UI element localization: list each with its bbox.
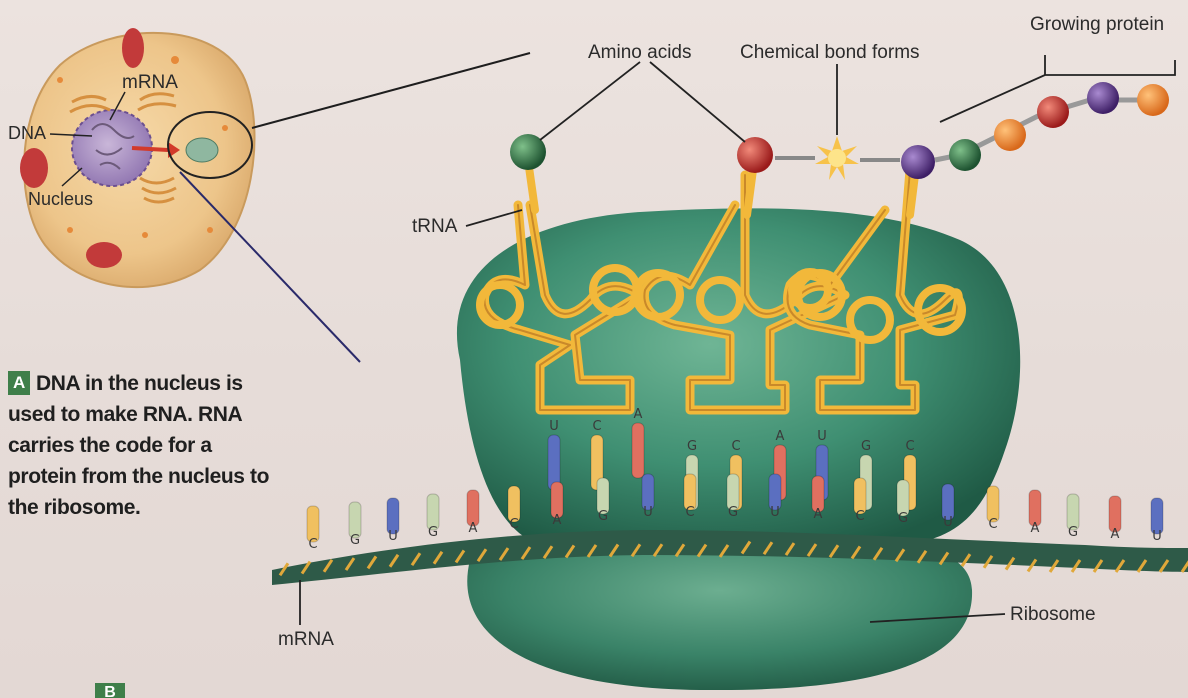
mrna-base: U: [769, 474, 781, 520]
amino-acid-orange-2: [1137, 84, 1169, 116]
anticodon-letter: C: [905, 439, 914, 454]
mrna-base-letter: U: [1152, 529, 1162, 544]
cell-nucleus-label: Nucleus: [28, 189, 93, 209]
mrna-base: C: [508, 486, 520, 532]
trna-label: tRNA: [412, 216, 458, 237]
amino-acid-purple-1: [901, 145, 935, 179]
mrna-base-letter: C: [855, 509, 864, 524]
mrna-base-letter: C: [988, 517, 997, 532]
mrna-base: A: [551, 482, 563, 528]
amino-acid-purple-2: [1087, 82, 1119, 114]
mrna-base-letter: A: [1031, 521, 1040, 536]
mrna-base-letter: U: [388, 529, 398, 544]
mrna-base: G: [897, 480, 909, 526]
mrna-base-letter: G: [1068, 525, 1078, 540]
mrna-base: U: [387, 498, 399, 544]
mrna-base: C: [987, 486, 999, 532]
cell-dna-label: DNA: [8, 123, 46, 143]
caption-text: DNA in the nucleus is used to make RNA. …: [8, 372, 269, 519]
mrna-base-letter: G: [350, 533, 360, 548]
anticodon-base: A: [632, 407, 644, 478]
mrna-base: A: [1029, 490, 1041, 536]
mini-ribosome: [186, 138, 218, 162]
anticodon-base: U: [548, 419, 560, 490]
anticodon-letter: U: [549, 419, 559, 434]
mrna-base-letter: U: [943, 515, 953, 530]
amino-acid-green-2: [949, 139, 981, 171]
caption-b-badge: B: [95, 683, 125, 698]
anticodon-letter: G: [861, 439, 871, 454]
mrna-base-letter: C: [509, 517, 518, 532]
mrna-base-letter: C: [308, 537, 317, 552]
mrna-base-letter: G: [428, 525, 438, 540]
mrna-base: G: [349, 502, 361, 548]
zoom-line-top: [252, 53, 530, 128]
anticodon-letter: A: [776, 429, 785, 444]
mrna-base: C: [854, 478, 866, 524]
mrna-label: mRNA: [278, 629, 334, 650]
mrna-base: G: [597, 478, 609, 524]
anticodon-stick: [632, 423, 644, 478]
mrna-base-letter: U: [770, 505, 780, 520]
caption-badge: A: [8, 371, 30, 395]
mrna-base: U: [942, 484, 954, 530]
mrna-base-letter: G: [898, 511, 908, 526]
mrna-base: G: [1067, 494, 1079, 540]
amino-acid-orange-1: [994, 119, 1026, 151]
bond-starburst: [815, 136, 859, 180]
amino-acid-red-2: [1037, 96, 1069, 128]
anticodon-letter: C: [592, 419, 601, 434]
mrna-base: U: [642, 474, 654, 520]
anticodon-letter: C: [731, 439, 740, 454]
amino-acid-chain: [510, 82, 1169, 180]
red-arrow: [132, 148, 168, 150]
trna-stems: [528, 160, 915, 215]
trna-leader: [466, 210, 522, 226]
mrna-base: A: [812, 476, 824, 522]
amino-acids-label: Amino acids: [588, 42, 692, 63]
cell-mrna-label: mRNA: [122, 72, 178, 93]
chemical-bond-label: Chemical bond forms: [740, 42, 920, 63]
mrna-base-letter: A: [553, 513, 562, 528]
mrna-base-letter: G: [598, 509, 608, 524]
mrna-base-letter: A: [1111, 527, 1120, 542]
mrna-base: G: [727, 474, 739, 520]
mrna-base-letter: U: [643, 505, 653, 520]
cell-illustration: mRNA DNA Nucleus: [8, 28, 530, 362]
mrna-base: C: [684, 474, 696, 520]
amino-acid-red-1: [737, 137, 773, 173]
mrna-base: G: [427, 494, 439, 540]
amino-leader-right: [650, 62, 745, 142]
mrna-base: U: [1151, 498, 1163, 544]
mrna-base-letter: A: [814, 507, 823, 522]
growing-protein-label: Growing protein: [1030, 14, 1164, 35]
amino-leader-left: [540, 62, 640, 140]
mrna-base: C: [307, 506, 319, 552]
zoom-line-bottom: [180, 172, 360, 362]
mrna-base-letter: G: [728, 505, 738, 520]
anticodon-letter: G: [687, 439, 697, 454]
mrna-base-letter: A: [469, 521, 478, 536]
ribosome-label: Ribosome: [1010, 604, 1096, 625]
anticodon-letter: A: [634, 407, 643, 422]
mrna-base: A: [1109, 496, 1121, 542]
mrna-base: A: [467, 490, 479, 536]
mrna-base-letter: C: [685, 505, 694, 520]
anticodon-letter: U: [817, 429, 827, 444]
